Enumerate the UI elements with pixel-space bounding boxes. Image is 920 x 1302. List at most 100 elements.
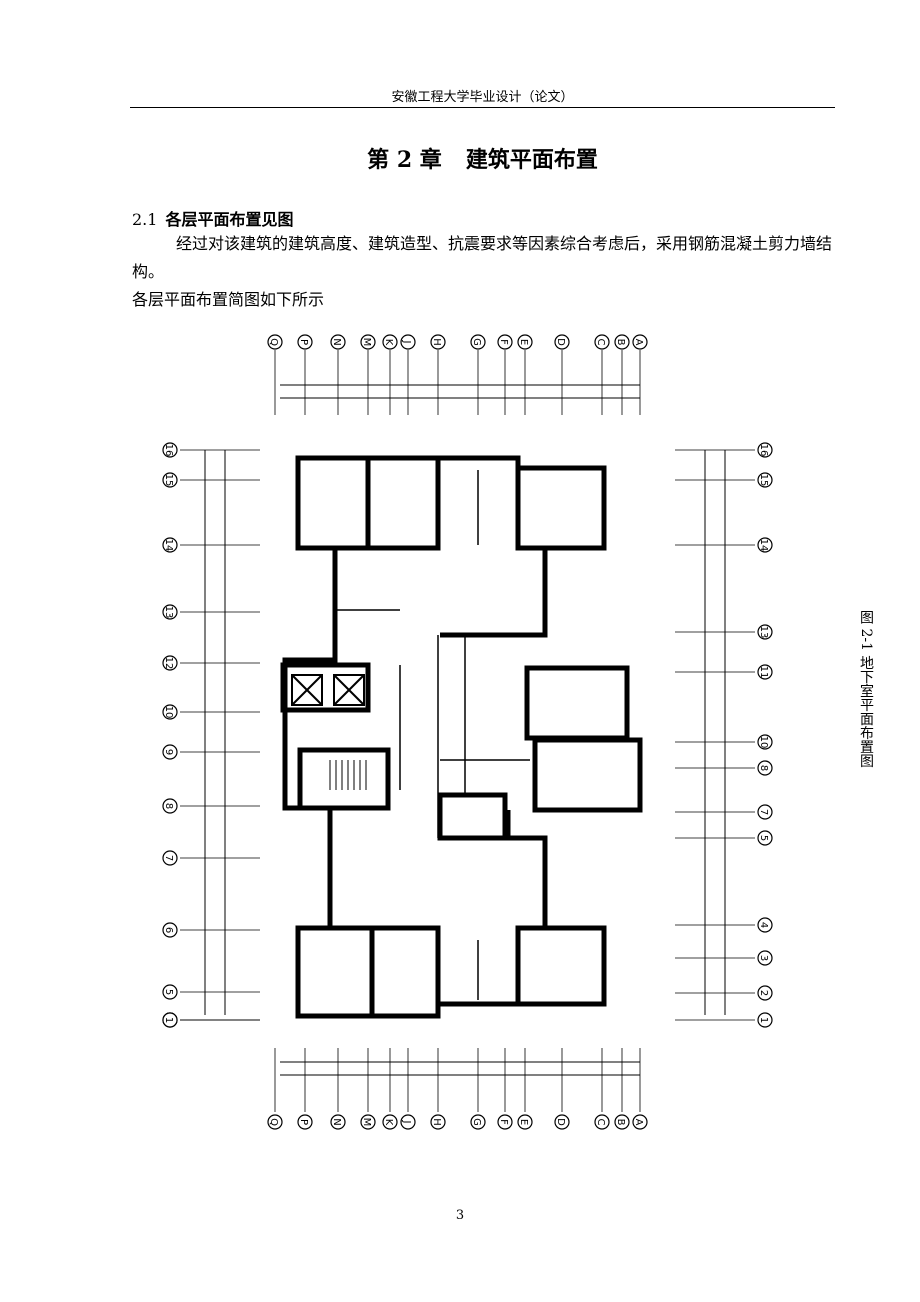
svg-text:1: 1 [758, 1017, 769, 1023]
svg-text:J: J [401, 1120, 412, 1124]
svg-text:2: 2 [758, 990, 769, 996]
right-axis-10: 10 [757, 734, 773, 750]
svg-text:6: 6 [163, 927, 174, 933]
svg-text:13: 13 [758, 626, 769, 639]
bottom-axis-P: P [297, 1114, 313, 1130]
svg-text:H: H [431, 338, 442, 346]
svg-text:K: K [383, 1119, 394, 1126]
svg-text:3: 3 [758, 955, 769, 961]
svg-text:D: D [555, 1118, 566, 1126]
bottom-axis-A: A [632, 1114, 648, 1130]
svg-text:F: F [498, 1119, 509, 1125]
svg-text:10: 10 [758, 736, 769, 749]
bottom-axis-G: G [470, 1114, 486, 1130]
left-axis-6: 6 [162, 922, 178, 938]
bottom-axis-H: H [430, 1114, 446, 1130]
svg-text:K: K [383, 339, 394, 346]
bottom-axis-Q: Q [267, 1114, 283, 1130]
page-number: 3 [455, 1208, 465, 1223]
section-number: 2.1 [132, 210, 158, 229]
svg-text:15: 15 [758, 474, 769, 487]
svg-text:16: 16 [758, 444, 769, 457]
interior-partitions [335, 470, 530, 1000]
building-walls [280, 455, 643, 1019]
svg-text:N: N [331, 338, 342, 345]
elevator-shafts [291, 674, 365, 706]
svg-text:A: A [633, 339, 644, 346]
svg-text:16: 16 [163, 444, 174, 457]
top-axis-P: P [297, 334, 313, 350]
left-axis-8: 8 [162, 798, 178, 814]
right-axis-1: 1 [757, 1012, 773, 1028]
top-axis-A: A [632, 334, 648, 350]
left-axis-16: 16 [162, 442, 178, 458]
svg-text:13: 13 [163, 606, 174, 619]
right-axis-14: 14 [757, 537, 773, 553]
left-axis-12: 12 [162, 655, 178, 671]
svg-text:J: J [401, 340, 412, 344]
right-axis-15: 15 [757, 472, 773, 488]
top-axis-M: M [360, 334, 376, 350]
svg-text:9: 9 [163, 749, 174, 755]
right-axis-7: 7 [757, 804, 773, 820]
svg-text:H: H [431, 1118, 442, 1126]
left-axis-5: 5 [162, 984, 178, 1000]
svg-text:G: G [471, 1118, 482, 1126]
svg-text:M: M [361, 338, 372, 347]
svg-text:14: 14 [163, 539, 174, 552]
left-axis-markers: 16151413121098765421 [162, 442, 260, 1028]
bottom-axis-C: C [594, 1114, 610, 1130]
body-paragraph: 经过对该建筑的建筑高度、建筑造型、抗震要求等因素综合考虑后，采用钢筋混凝土剪力墙… [132, 234, 833, 281]
svg-text:E: E [518, 1119, 529, 1125]
svg-text:C: C [595, 339, 606, 346]
svg-text:10: 10 [163, 706, 174, 719]
right-axis-2: 2 [757, 985, 773, 1001]
svg-text:F: F [498, 339, 509, 345]
svg-text:5: 5 [163, 989, 174, 995]
svg-text:11: 11 [758, 666, 769, 679]
right-axis-8: 8 [757, 760, 773, 776]
right-axis-4: 4 [757, 917, 773, 933]
svg-text:B: B [615, 1119, 626, 1126]
page-header: 安徽工程大学毕业设计（论文） [391, 90, 574, 105]
top-axis-B: B [614, 334, 630, 350]
right-axis-5: 5 [757, 830, 773, 846]
right-axis-3: 3 [757, 950, 773, 966]
left-axis-10: 10 [162, 704, 178, 720]
svg-text:8: 8 [163, 803, 174, 809]
stair-treads [329, 760, 367, 790]
svg-text:5: 5 [758, 835, 769, 841]
svg-text:7: 7 [163, 855, 174, 861]
bottom-axis-B: B [614, 1114, 630, 1130]
svg-text:8: 8 [758, 765, 769, 771]
top-axis-E: E [517, 334, 533, 350]
svg-text:14: 14 [758, 539, 769, 552]
right-axis-13: 13 [757, 624, 773, 640]
bottom-axis-E: E [517, 1114, 533, 1130]
top-axis-H: H [430, 334, 446, 350]
bottom-axis-M: M [360, 1114, 376, 1130]
top-axis-F: F [497, 334, 513, 350]
right-axis-markers: 16 15 14 13 11 10 8 7 5 4 3 2 1 [675, 442, 773, 1028]
figure-caption: 图 2-1 地下室平面布置图 [858, 610, 874, 768]
chapter-title: 第 2 章建筑平面布置 [130, 142, 835, 174]
left-axis-14: 14 [162, 537, 178, 553]
svg-text:E: E [518, 339, 529, 345]
top-axis-C: C [594, 334, 610, 350]
body-intro: 各层平面布置简图如下所示 [132, 290, 325, 309]
bottom-axis-N: N [330, 1114, 346, 1130]
left-axis-9: 9 [162, 744, 178, 760]
bottom-axis-D: D [554, 1114, 570, 1130]
svg-text:P: P [298, 339, 309, 345]
right-axis-16: 16 [757, 442, 773, 458]
svg-text:4: 4 [758, 922, 769, 928]
right-axis-11: 11 [757, 664, 773, 680]
left-axis-7: 7 [162, 850, 178, 866]
left-axis-1: 1 [162, 1012, 178, 1028]
svg-text:B: B [615, 339, 626, 346]
svg-text:1: 1 [163, 1017, 174, 1023]
bottom-axis-K: K [382, 1114, 398, 1130]
